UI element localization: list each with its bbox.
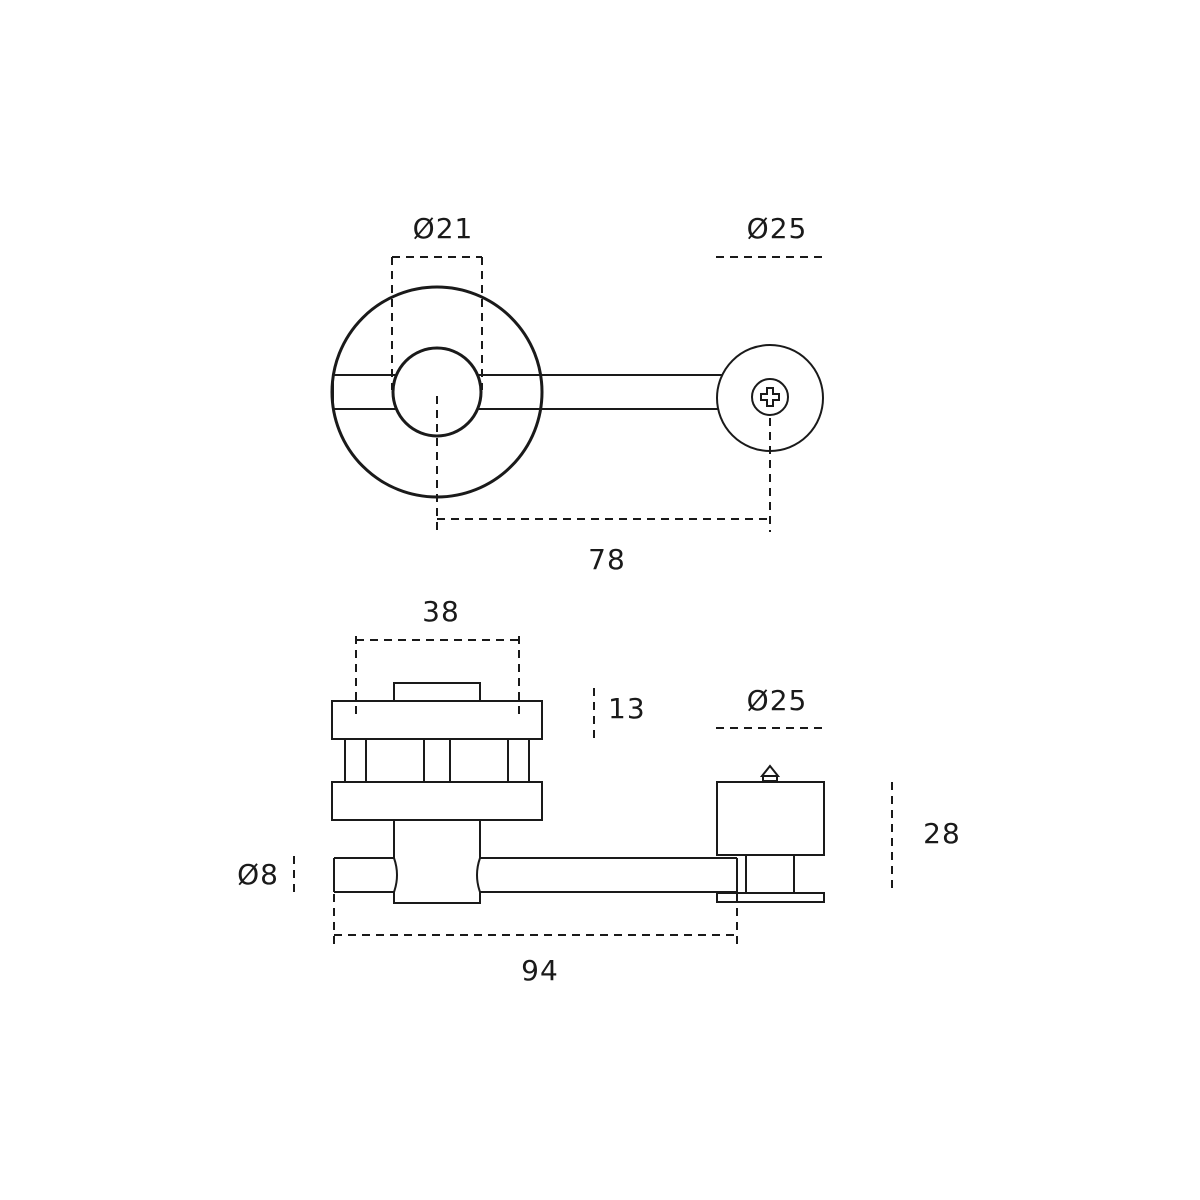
knob-stem	[745, 854, 795, 894]
dimension-knob-height: 28	[891, 782, 961, 893]
dimension-label: 28	[923, 817, 961, 850]
dimension-center-distance: 78	[436, 396, 771, 576]
knob-body	[716, 781, 825, 856]
dimension-rose-diameter: Ø21	[391, 212, 483, 390]
dimension-label: Ø25	[747, 684, 808, 717]
dimension-label: 78	[588, 543, 626, 576]
dimension-label: 38	[422, 595, 460, 628]
phillips-screw-icon	[751, 378, 789, 416]
rose-post-center	[423, 738, 451, 783]
dimension-label: Ø8	[237, 858, 279, 891]
lever-shaft-side	[333, 857, 738, 893]
top-view: Ø21 Ø25 78	[330, 212, 825, 576]
dimension-label: Ø21	[413, 212, 474, 245]
dimension-label: Ø25	[747, 212, 808, 245]
neck-body	[393, 819, 481, 904]
rose-post-left	[344, 738, 367, 783]
dimension-rose-height: 13	[593, 688, 646, 740]
dimension-knob-diameter-side: Ø25	[716, 684, 825, 729]
dimension-label: 94	[521, 954, 559, 987]
knob-base-plate	[716, 892, 825, 903]
dimension-lever-length: 94	[333, 894, 738, 987]
dimension-rose-width: 38	[355, 595, 520, 720]
rose-upper-plate	[331, 700, 543, 740]
arrow-up-icon	[759, 764, 781, 782]
lever-arm-top	[332, 374, 722, 410]
dimension-knob-diameter: Ø25	[716, 212, 825, 258]
rose-cap	[393, 682, 481, 702]
dimension-label: 13	[608, 692, 646, 725]
side-view: 38 13 Ø25 28 Ø8 94	[237, 595, 961, 987]
rose-post-right	[507, 738, 530, 783]
dimension-lever-diameter: Ø8	[237, 856, 295, 892]
rose-lower-plate	[331, 781, 543, 821]
neck-circle	[391, 346, 483, 438]
